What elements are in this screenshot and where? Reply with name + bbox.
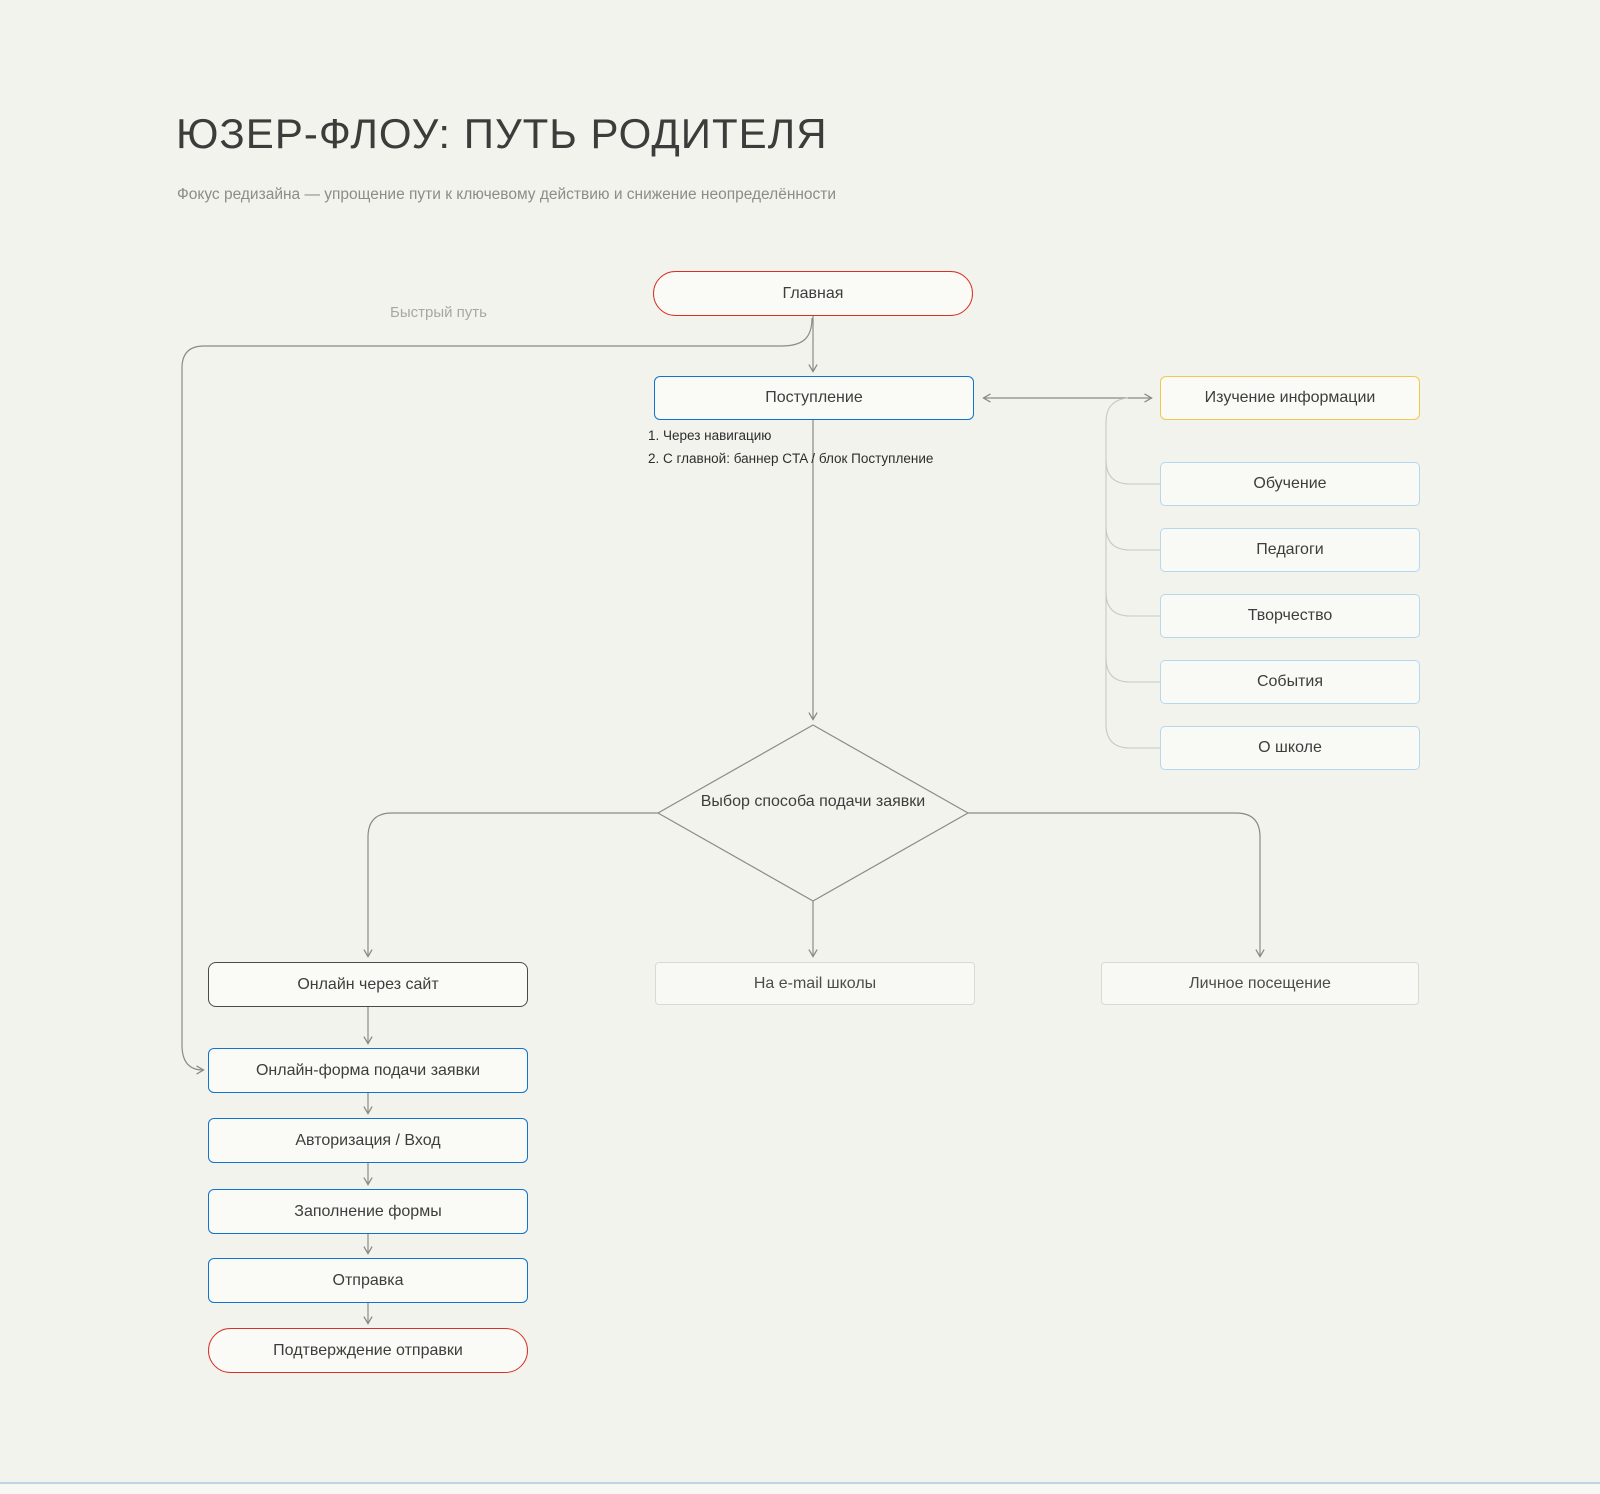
edge-infohub-branch-trunk bbox=[1105, 397, 1160, 749]
page-title: ЮЗЕР-ФЛОУ: ПУТЬ РОДИТЕЛЯ bbox=[176, 110, 828, 157]
edge-branch-obuchenie bbox=[1105, 459, 1160, 485]
node-admission: Поступление bbox=[654, 376, 974, 420]
node-info-hub: Изучение информации bbox=[1160, 376, 1420, 420]
node-step-fill-form: Заполнение формы bbox=[208, 1189, 528, 1234]
edge-decision-to-online bbox=[363, 812, 658, 958]
node-section-sobytiya: События bbox=[1160, 660, 1420, 704]
node-option-online: Онлайн через сайт bbox=[208, 962, 528, 1007]
node-step-auth: Авторизация / Вход bbox=[208, 1118, 528, 1163]
edge-decision-to-visit bbox=[968, 812, 1265, 958]
admission-note-1: 1. Через навигацию bbox=[648, 428, 772, 443]
node-home: Главная bbox=[653, 271, 973, 316]
quick-path-label: Быстрый путь bbox=[390, 304, 487, 321]
node-section-tvorchestvo: Творчество bbox=[1160, 594, 1420, 638]
node-confirmation: Подтверждение отправки bbox=[208, 1328, 528, 1373]
admission-notes: 1. Через навигацию 2. С главной: баннер … bbox=[648, 424, 933, 470]
edge-branch-sobytiya bbox=[1105, 657, 1160, 683]
edge-branch-pedagogi bbox=[1105, 525, 1160, 551]
page-bottom-divider bbox=[0, 1482, 1600, 1494]
node-step-send: Отправка bbox=[208, 1258, 528, 1303]
edge-quick-path bbox=[181, 317, 813, 1075]
node-decision-label: Выбор способа подачи заявки bbox=[700, 793, 926, 810]
node-option-email: На e-mail школы bbox=[655, 962, 975, 1005]
edge-branch-tvorchestvo bbox=[1105, 591, 1160, 617]
node-option-visit: Личное посещение bbox=[1101, 962, 1419, 1005]
node-section-o-shkole: О школе bbox=[1160, 726, 1420, 770]
page-subtitle: Фокус редизайна — упрощение пути к ключе… bbox=[177, 186, 837, 203]
node-section-obuchenie: Обучение bbox=[1160, 462, 1420, 506]
decision-diamond-shape bbox=[657, 724, 969, 902]
node-section-pedagogi: Педагоги bbox=[1160, 528, 1420, 572]
node-step-online-form: Онлайн-форма подачи заявки bbox=[208, 1048, 528, 1093]
admission-note-2: 2. С главной: баннер CTA / блок Поступле… bbox=[648, 451, 934, 466]
